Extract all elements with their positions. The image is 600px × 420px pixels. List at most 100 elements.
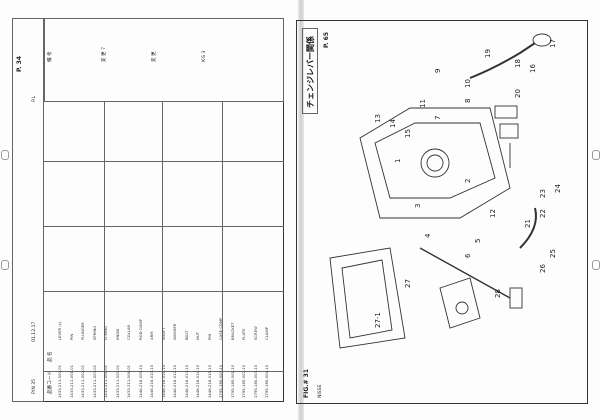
callout-number: 11 bbox=[419, 99, 427, 108]
part-name: BRACKET bbox=[229, 322, 235, 340]
part-name: ROD COMP bbox=[137, 319, 143, 340]
callout-number: 26 bbox=[539, 264, 547, 273]
binder-hole bbox=[592, 260, 600, 270]
callout-number: 24 bbox=[554, 184, 562, 193]
col-header-change7: 変 更 7 bbox=[102, 46, 107, 62]
boot bbox=[499, 123, 519, 139]
grid-line bbox=[222, 102, 223, 402]
part-name: SCREW bbox=[252, 326, 258, 340]
callout-number: 8 bbox=[464, 99, 472, 103]
col-header-remarks: 備 考 bbox=[48, 51, 53, 62]
callout-number: 4 bbox=[424, 233, 432, 238]
part-code: 1795-185-001-10 bbox=[229, 364, 235, 398]
part-code: 1795-185-003-10 bbox=[252, 364, 258, 398]
part-code: 1446-216-012-10 bbox=[172, 364, 177, 398]
part-code: 1433-211-002-01 bbox=[80, 364, 85, 398]
callout-number: 27 bbox=[404, 279, 412, 288]
change-lever bbox=[469, 42, 536, 79]
binder-hole bbox=[1, 150, 9, 160]
plunger bbox=[494, 105, 518, 119]
col-header-ks3: K-S 3 bbox=[202, 50, 207, 63]
page-tag-secondary: P.L bbox=[32, 95, 37, 102]
part-code: 1795-185-004-10 bbox=[264, 364, 269, 398]
binder-hole bbox=[592, 150, 600, 160]
callout-number: 9 bbox=[434, 69, 442, 73]
callout-number: 10 bbox=[464, 79, 472, 88]
breather-pipe bbox=[519, 207, 537, 249]
part-code: 1795-185-002-10 bbox=[241, 364, 246, 398]
rod bbox=[419, 247, 511, 299]
callout-number: 25 bbox=[549, 249, 557, 258]
callout-number: 6 bbox=[464, 253, 472, 258]
housing-27-1 bbox=[329, 247, 406, 349]
case-bore bbox=[420, 148, 450, 178]
diagram-title: チェンジレバー関係 bbox=[306, 36, 315, 108]
grid-line bbox=[104, 102, 105, 402]
part-name: LEVER (L) bbox=[57, 321, 62, 340]
part-name: COLLAR bbox=[126, 324, 131, 340]
part-code: 1433-211-000-01 bbox=[57, 364, 62, 398]
part-name: PLUNGER bbox=[80, 322, 85, 340]
arm-pin bbox=[455, 301, 469, 315]
callout-number: 13 bbox=[374, 114, 382, 123]
part-name: KNOB bbox=[114, 329, 120, 340]
binder-hole bbox=[1, 260, 9, 270]
part-name: SPRING bbox=[91, 325, 97, 340]
part-name: PLATE bbox=[241, 328, 246, 340]
grid-line bbox=[162, 102, 163, 402]
callout-number: 5 bbox=[474, 239, 482, 243]
case-body bbox=[359, 107, 511, 219]
callout-number: 16 bbox=[529, 64, 537, 73]
part-name: PIN bbox=[206, 333, 212, 340]
part-code: 1446-216-010-10 bbox=[149, 364, 154, 398]
page-tag: P. 34 bbox=[16, 55, 23, 72]
callout-number: 14 bbox=[389, 119, 397, 128]
callout-number: 7 bbox=[434, 116, 442, 120]
footer-date: 01.12.17 bbox=[32, 321, 37, 342]
part-code: 1433-211-005-01 bbox=[114, 364, 120, 398]
part-code: 1446-216-015-10 bbox=[206, 364, 212, 398]
part-name: PIN bbox=[68, 333, 74, 340]
parts-list-page: P. 34 P.L P/N 35 01.12.17 備 考 変 更 7 変 更 … bbox=[12, 18, 284, 402]
part-name: CASE COMP bbox=[218, 317, 223, 340]
table-header-row bbox=[12, 18, 44, 402]
remarks-column bbox=[44, 18, 284, 102]
col-header-code: 品番コード bbox=[48, 371, 53, 394]
part-code: 1433-211-003-01 bbox=[91, 364, 97, 398]
part-code: 1433-211-004-01 bbox=[103, 364, 108, 398]
callout-number: 21 bbox=[524, 219, 532, 228]
part-name: ARM bbox=[149, 331, 154, 340]
callout-number: 28 bbox=[494, 289, 502, 298]
part-name: BOLT bbox=[183, 330, 189, 340]
diagram-page: チェンジレバー関係 P. 65 FIG.# 31 NISSE bbox=[296, 20, 588, 404]
col-header-change: 変 更 bbox=[152, 51, 157, 62]
case-inner bbox=[374, 122, 496, 199]
case-bore-inner bbox=[426, 154, 444, 172]
footer-code: P/N 35 bbox=[32, 378, 37, 394]
part-name: WASHER bbox=[172, 323, 177, 340]
col-header-name: 品 名 bbox=[48, 351, 53, 362]
part-code: 1433-211-001-01 bbox=[68, 364, 74, 398]
callout-number: 23 bbox=[539, 189, 547, 198]
part-name: CLAMP bbox=[264, 326, 269, 340]
part-code: 1795-185-000-10 bbox=[218, 364, 223, 398]
part-code: 1446-216-011-10 bbox=[160, 364, 166, 398]
fig-label: FIG.# 31 bbox=[303, 368, 310, 398]
callout-number: 15 bbox=[404, 129, 412, 138]
part-name: NUT bbox=[195, 332, 200, 340]
housing-inner bbox=[341, 259, 393, 339]
grid-line bbox=[44, 291, 284, 292]
arm-assembly bbox=[439, 277, 481, 329]
footer-code: NISSE bbox=[318, 384, 323, 398]
callout-number: 27-1 bbox=[374, 312, 382, 328]
part-code: 1446-216-014-10 bbox=[195, 364, 200, 398]
callout-number: 2 bbox=[464, 179, 472, 183]
grid-line bbox=[44, 161, 284, 162]
callout-number: 18 bbox=[514, 59, 522, 68]
part-name: SHAFT bbox=[160, 327, 166, 340]
callout-number: 3 bbox=[414, 204, 422, 208]
part-code: 1446-216-013-10 bbox=[183, 364, 189, 398]
lever-knob bbox=[532, 33, 552, 47]
part-name: O-RING bbox=[103, 325, 108, 340]
